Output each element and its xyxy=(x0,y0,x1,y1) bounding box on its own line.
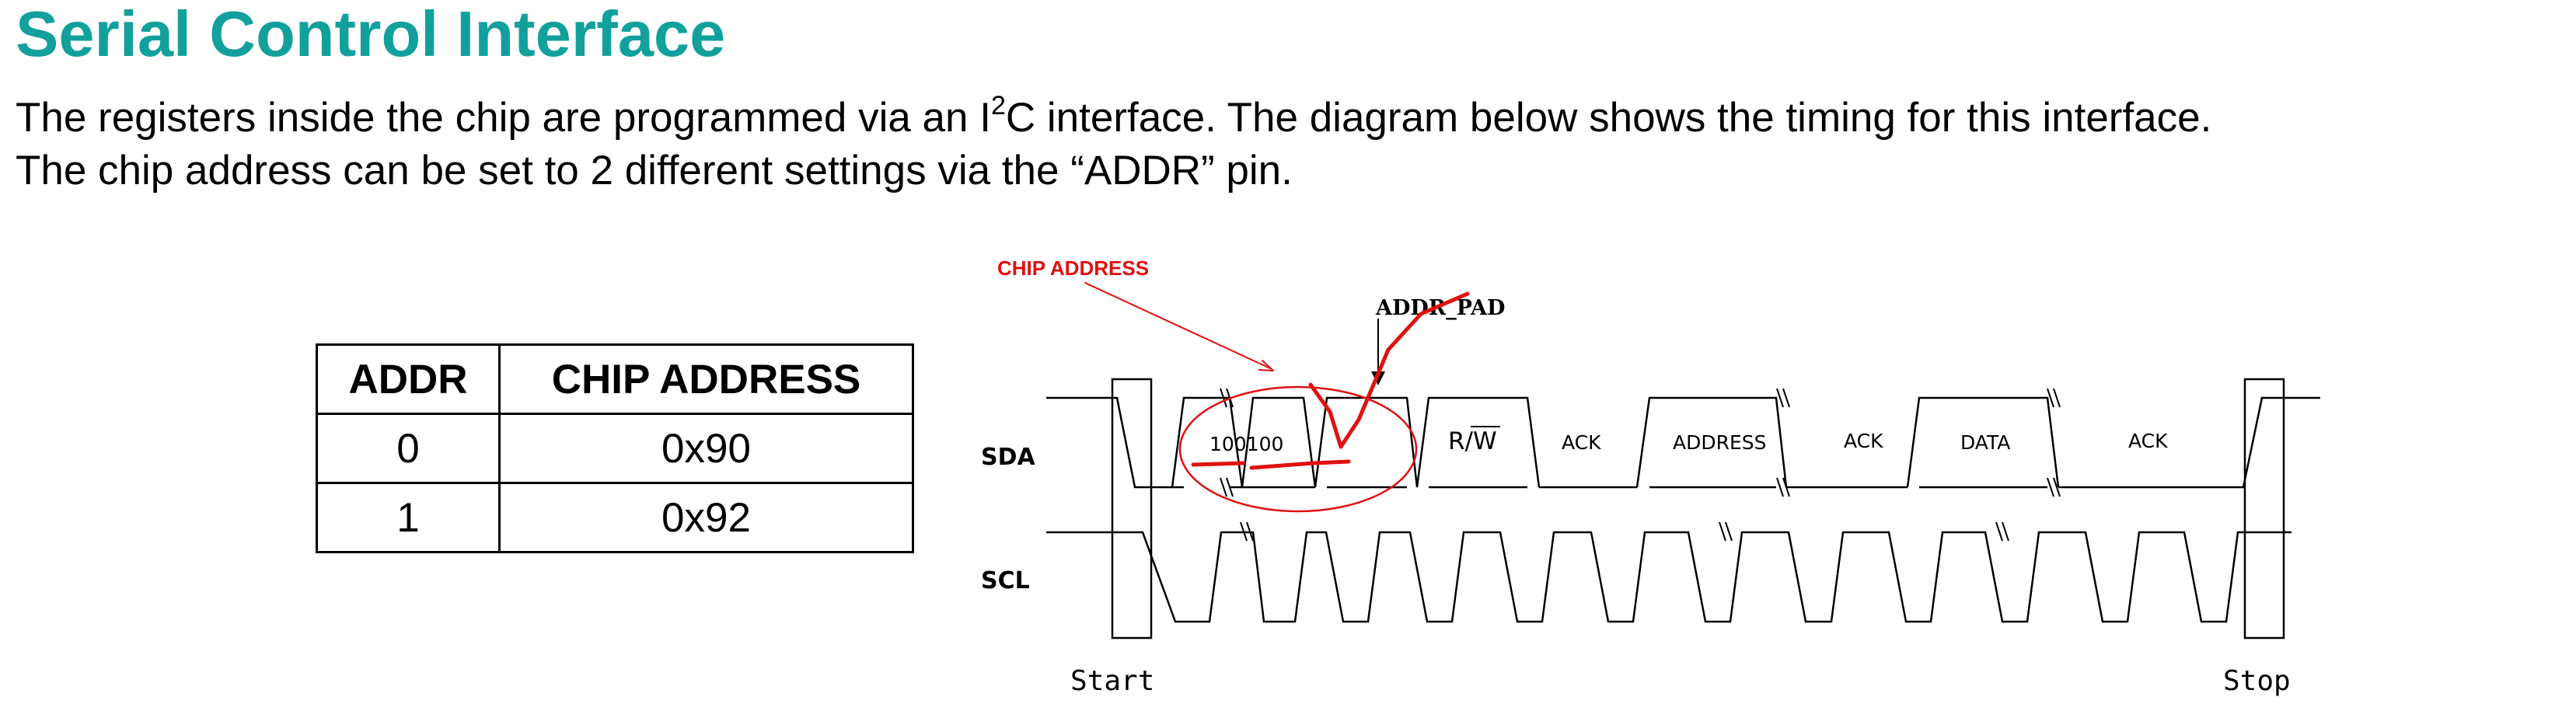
sda-waveform xyxy=(1046,396,2320,489)
sda-label: SDA xyxy=(981,444,1036,471)
start-condition-frame xyxy=(1111,378,1153,640)
intro-line-1-start: The registers inside the chip are progra… xyxy=(16,95,991,141)
annotation-underline xyxy=(1191,459,1351,470)
scl-waveform xyxy=(1046,531,2292,623)
ack-field-2: ACK xyxy=(1844,430,1883,452)
ack-field-1: ACK xyxy=(1562,431,1601,454)
table-header-chip-address: CHIP ADDRESS xyxy=(498,343,914,415)
chip-address-table: ADDR CHIP ADDRESS 0 0x90 1 0x92 xyxy=(316,343,914,553)
chip-address-pointer xyxy=(1084,282,1271,369)
page-title: Serial Control Interface xyxy=(16,0,726,70)
table-cell-chip-address: 0x90 xyxy=(498,413,914,484)
table-cell-addr: 0 xyxy=(316,413,501,484)
table-row: 0 0x90 xyxy=(316,413,914,484)
table-cell-chip-address: 0x92 xyxy=(498,482,914,553)
table-header-row: ADDR CHIP ADDRESS xyxy=(316,343,914,415)
intro-line-1-end: C interface. The diagram below shows the… xyxy=(1005,95,2212,141)
intro-line-1: The registers inside the chip are progra… xyxy=(16,92,2212,141)
addr-pad-label: ADDR_PAD xyxy=(1375,296,1505,320)
intro-line-2: The chip address can be set to 2 differe… xyxy=(16,148,1293,193)
stop-label: Stop xyxy=(2223,665,2291,697)
data-field: DATA xyxy=(1960,431,2010,454)
scl-label: SCL xyxy=(981,567,1030,594)
chip-bits-field: 100100 xyxy=(1209,433,1283,455)
annotation-circle xyxy=(1178,385,1418,513)
stop-condition-frame xyxy=(2243,378,2285,640)
table-header-addr: ADDR xyxy=(316,343,501,415)
table-cell-addr: 1 xyxy=(316,482,501,553)
start-label: Start xyxy=(1070,665,1154,697)
bus-break-marks xyxy=(1220,388,2061,542)
i2c-superscript: 2 xyxy=(990,91,1006,120)
chip-address-annotation: CHIP ADDRESS xyxy=(997,256,1149,280)
table-row: 1 0x92 xyxy=(316,482,914,553)
address-field: ADDRESS xyxy=(1673,431,1767,454)
annotation-checkmark xyxy=(1308,291,1470,449)
rw-field: R/W xyxy=(1448,427,1497,455)
ack-field-3: ACK xyxy=(2128,430,2168,452)
